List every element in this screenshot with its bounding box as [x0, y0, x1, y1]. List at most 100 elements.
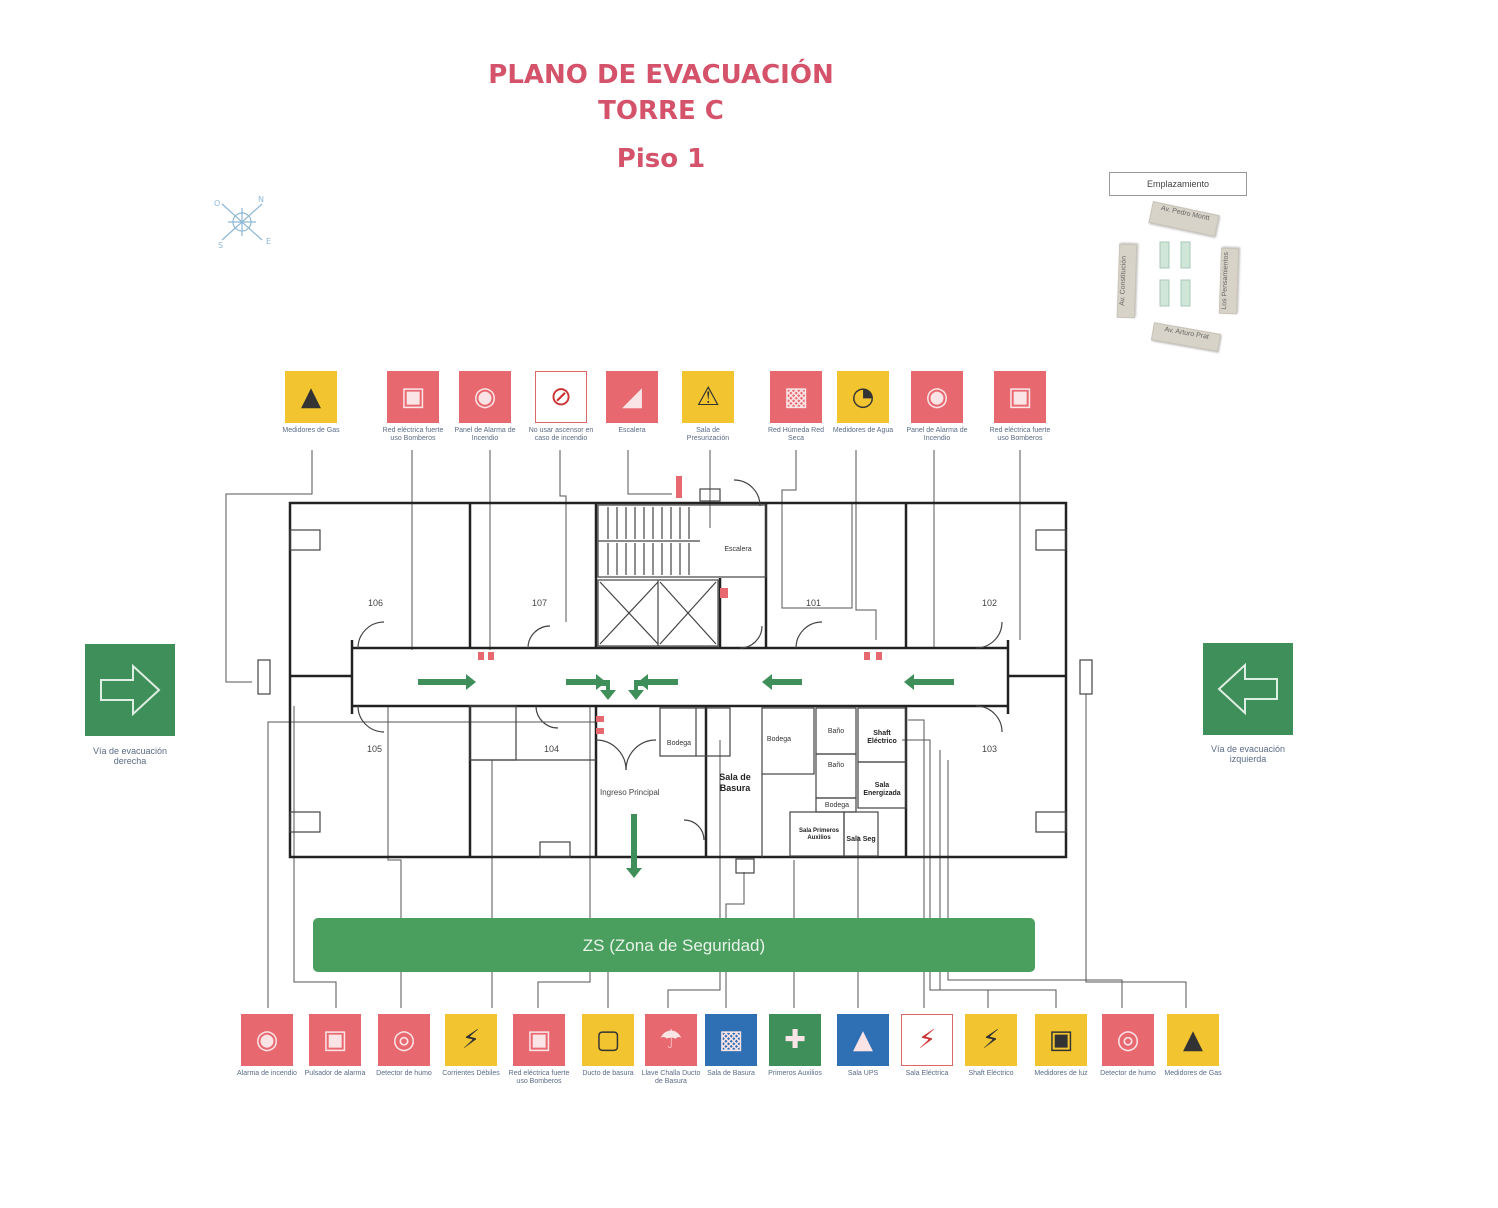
room-107: 107: [532, 598, 548, 608]
bottom-sign-8: ✚: [769, 1014, 821, 1066]
safe-zone: ZS (Zona de Seguridad): [313, 918, 1035, 972]
tower-title: TORRE C: [598, 96, 724, 126]
top-sign-4: ◢: [606, 371, 658, 423]
storage-label-3: Bodega: [824, 802, 850, 809]
bottom-sign-7: ▩: [705, 1014, 757, 1066]
top-sign-label-4: Escalera: [618, 427, 646, 434]
location-map-blocks: [1159, 241, 1191, 307]
bottom-sign-0: ◉: [241, 1014, 293, 1066]
bottom-sign-6: ☂: [645, 1014, 697, 1066]
bottom-sign-label-1: Pulsador de alarma: [304, 1070, 366, 1077]
fire-alarm-icon: ◉: [255, 1025, 279, 1055]
top-sign-1: ▣: [387, 371, 439, 423]
first-aid-icon: ✚: [784, 1025, 806, 1055]
bottom-sign-2: ◎: [378, 1014, 430, 1066]
bottom-sign-label-6: Llave Challa Ducto de Basura: [641, 1070, 701, 1085]
bottom-sign-label-9: Sala UPS: [847, 1070, 879, 1077]
bottom-sign-14: ▲: [1167, 1014, 1219, 1066]
bottom-sign-10: ⚡: [901, 1014, 953, 1066]
main-entrance-label: Ingreso Principal: [600, 788, 660, 797]
top-sign-7: ◔: [837, 371, 889, 423]
bottom-sign-13: ◎: [1102, 1014, 1154, 1066]
trash-chute-icon: ▢: [595, 1025, 621, 1055]
compass-o: O: [214, 199, 220, 208]
alarm-panel-icon: ◉: [473, 382, 497, 412]
top-sign-label-1: Red eléctrica fuerte uso Bomberos: [382, 427, 444, 442]
hydrant-icon: ▩: [783, 382, 809, 412]
gas-meter-icon: ▲: [1183, 1025, 1203, 1055]
top-sign-8: ◉: [911, 371, 963, 423]
stairs-label: Escalera: [724, 546, 752, 553]
evac-route-right-label: Vía de evacuación derecha: [92, 746, 168, 766]
bottom-sign-1: ▣: [309, 1014, 361, 1066]
evac-route-left: [1203, 643, 1293, 735]
arrow-right-icon: [100, 663, 161, 717]
top-sign-label-9: Red eléctrica fuerte uso Bomberos: [989, 427, 1051, 442]
evac-route-right: [85, 644, 175, 736]
location-map-heading: Emplazamiento: [1109, 172, 1247, 196]
pressurization-icon: ⚠: [696, 382, 720, 412]
top-sign-6: ▩: [770, 371, 822, 423]
sprinkler-icon: ☂: [659, 1025, 683, 1055]
trash-room-icon: ▩: [718, 1025, 744, 1055]
bottom-sign-3: ⚡: [445, 1014, 497, 1066]
compass-rose-icon: N E S O: [214, 195, 271, 250]
alarm-panel-icon: ◉: [925, 382, 949, 412]
top-sign-label-2: Panel de Alarma de Incendio: [454, 427, 516, 442]
room-106: 106: [368, 598, 384, 608]
energized-room-label: Sala Energizada: [863, 782, 901, 797]
bottom-sign-label-8: Primeros Auxilios: [768, 1070, 822, 1077]
top-sign-5: ⚠: [682, 371, 734, 423]
electric-shaft-icon: ⚡: [981, 1025, 1001, 1055]
fire-network-icon: ▣: [526, 1025, 552, 1055]
evac-route-left-label: Vía de evacuación izquierda: [1210, 744, 1286, 764]
compass-n: N: [258, 195, 264, 204]
plan-title: PLANO DE EVACUACIÓN: [488, 60, 834, 90]
bottom-sign-4: ▣: [513, 1014, 565, 1066]
top-sign-label-8: Panel de Alarma de Incendio: [906, 427, 968, 442]
top-sign-9: ▣: [994, 371, 1046, 423]
smoke-detector-icon: ◎: [392, 1025, 416, 1055]
compass-s: S: [218, 241, 223, 250]
compass-e: E: [266, 237, 271, 246]
arrow-left-icon: [1217, 662, 1278, 716]
smoke-detector-icon: ◎: [1116, 1025, 1140, 1055]
bottom-sign-label-5: Ducto de basura: [582, 1070, 634, 1077]
security-room-label: Sala Seg: [846, 836, 876, 843]
top-sign-3: ⊘: [535, 371, 587, 423]
top-sign-label-6: Red Húmeda Red Seca: [767, 427, 825, 442]
bottom-sign-label-7: Sala de Basura: [707, 1070, 755, 1077]
bottom-sign-9: ▲: [837, 1014, 889, 1066]
bottom-sign-label-12: Medidores de luz: [1034, 1070, 1088, 1077]
top-sign-label-0: Medidores de Gas: [282, 427, 340, 434]
room-105: 105: [367, 744, 383, 754]
fire-network-icon: ▣: [1007, 382, 1033, 412]
top-sign-label-5: Sala de Presurización: [686, 427, 730, 442]
power-meter-icon: ▣: [1048, 1025, 1074, 1055]
top-sign-label-7: Medidores de Agua: [832, 427, 894, 434]
first-aid-room-label: Sala Primeros Auxilios: [798, 828, 840, 841]
ups-room-icon: ▲: [853, 1025, 873, 1055]
trash-room-label: Sala de Basura: [719, 772, 751, 793]
no-elevator-icon: ⊘: [550, 382, 572, 412]
stairs-icon: ◢: [622, 382, 642, 412]
top-sign-0: ▲: [285, 371, 337, 423]
bottom-sign-label-10: Sala Eléctrica: [905, 1070, 949, 1077]
top-sign-label-3: No usar ascensor en caso de incendio: [528, 427, 594, 442]
room-104: 104: [544, 744, 560, 754]
bathroom-label-1: Baño: [827, 728, 845, 735]
floor-title: Piso 1: [616, 144, 706, 174]
bottom-sign-label-14: Medidores de Gas: [1164, 1070, 1222, 1077]
bathroom-label-2: Baño: [827, 762, 845, 769]
bottom-sign-11: ⚡: [965, 1014, 1017, 1066]
top-sign-2: ◉: [459, 371, 511, 423]
room-103: 103: [982, 744, 998, 754]
bottom-sign-label-4: Red eléctrica fuerte uso Bomberos: [508, 1070, 570, 1085]
bottom-sign-label-13: Detector de humo: [1100, 1070, 1156, 1077]
low-voltage-icon: ⚡: [461, 1025, 481, 1055]
room-102: 102: [982, 598, 998, 608]
electric-room-icon: ⚡: [917, 1025, 937, 1055]
shaft-label: Shaft Eléctrico: [867, 730, 897, 745]
bottom-sign-5: ▢: [582, 1014, 634, 1066]
